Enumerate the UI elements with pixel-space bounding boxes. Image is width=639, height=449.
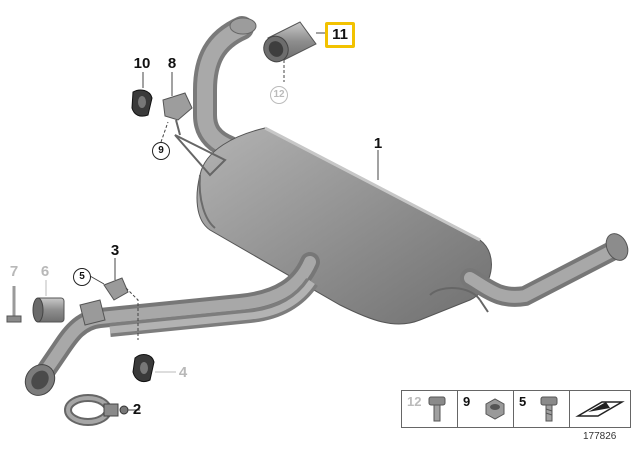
callout-1: 1 <box>373 135 383 152</box>
hex-bolt-icon <box>428 396 446 422</box>
legend-cell-nut-9: 9 <box>458 391 514 427</box>
legend-cell-bolt-5: 5 <box>514 391 570 427</box>
right-tailpipe <box>460 233 629 307</box>
callout-4: 4 <box>178 364 188 381</box>
arrow-icon <box>575 401 625 417</box>
callout-11-highlighted: 11 <box>325 22 355 48</box>
callout-3: 3 <box>110 242 120 259</box>
legend-number: 5 <box>519 394 527 409</box>
front-pipe <box>24 252 320 396</box>
callout-8: 8 <box>167 55 177 72</box>
legend-number: 9 <box>463 394 471 409</box>
flange-bolt-icon <box>540 396 558 422</box>
leader-5 <box>89 275 105 285</box>
tailpipe-trim <box>263 21 317 63</box>
bracket-3 <box>103 277 139 340</box>
legend-cell-symbol <box>570 391 630 427</box>
upper-pipe <box>193 16 257 160</box>
hex-nut-icon <box>485 398 505 420</box>
standard-parts-legend: 12 9 5 <box>401 390 631 428</box>
legend-number: 12 <box>407 394 422 409</box>
sleeve-6 <box>32 297 65 323</box>
diagram-reference-number: 177826 <box>583 431 617 442</box>
bracket-8 <box>162 92 193 136</box>
callout-9: 9 <box>152 142 170 160</box>
rubber-mount-10 <box>131 89 153 117</box>
silencer-hangers <box>174 134 489 313</box>
callout-7: 7 <box>9 263 19 280</box>
callout-6: 6 <box>40 263 50 280</box>
leader-9 <box>160 121 169 143</box>
clamp-2 <box>64 394 129 426</box>
legend-cell-bolt-12: 12 <box>402 391 458 427</box>
callout-10: 10 <box>133 55 151 72</box>
callout-5: 5 <box>73 268 91 286</box>
callout-12: 12 <box>270 86 288 104</box>
rubber-mount-4 <box>132 354 155 383</box>
callout-2: 2 <box>132 401 142 418</box>
rear-silencer <box>196 126 492 325</box>
bolt-7 <box>6 286 22 323</box>
